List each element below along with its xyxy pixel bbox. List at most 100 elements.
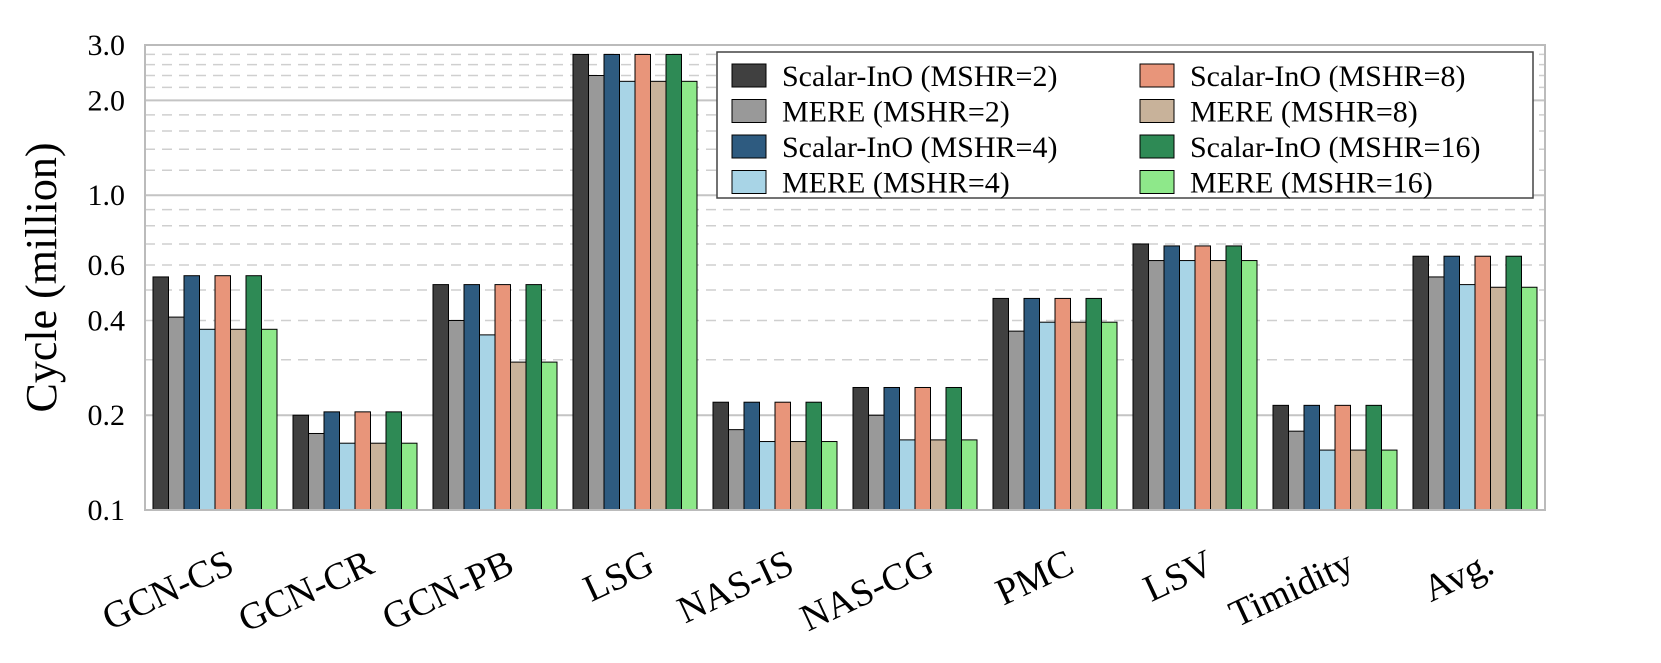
legend-swatch bbox=[731, 99, 767, 123]
bar bbox=[1210, 260, 1227, 511]
bar bbox=[1179, 260, 1196, 511]
bar bbox=[245, 275, 262, 511]
bar bbox=[1474, 255, 1491, 511]
bar bbox=[603, 53, 620, 511]
bar bbox=[1381, 449, 1398, 511]
legend-swatch bbox=[1139, 134, 1175, 159]
bar bbox=[1148, 260, 1165, 511]
legend-entry: MERE (MSHR=2) bbox=[782, 96, 1010, 129]
legend-swatch bbox=[1139, 170, 1175, 194]
bar bbox=[1225, 245, 1242, 511]
bar bbox=[868, 414, 885, 511]
x-tick-label: GCN-PB bbox=[376, 542, 520, 639]
bar bbox=[1054, 297, 1071, 511]
bar bbox=[743, 401, 760, 511]
legend-swatch bbox=[731, 63, 767, 88]
bar bbox=[339, 442, 356, 511]
legend-box bbox=[716, 51, 1534, 199]
bar bbox=[805, 401, 822, 511]
bar bbox=[1428, 276, 1445, 511]
bar bbox=[541, 361, 558, 511]
bar bbox=[432, 284, 449, 511]
bar bbox=[525, 284, 542, 511]
legend-entry: Scalar-InO (MSHR=16) bbox=[1190, 131, 1480, 164]
bar bbox=[728, 429, 745, 511]
y-tick-label: 3.0 bbox=[88, 29, 126, 62]
bar bbox=[479, 334, 496, 511]
bar bbox=[1319, 449, 1336, 511]
x-tick-label: GCN-CS bbox=[96, 542, 240, 639]
bar bbox=[1350, 449, 1367, 511]
bars-layer bbox=[152, 53, 1538, 511]
bar bbox=[588, 75, 605, 511]
bar bbox=[1303, 404, 1320, 511]
bar bbox=[759, 441, 776, 511]
bar bbox=[168, 316, 185, 511]
y-tick-label: 1.0 bbox=[88, 179, 126, 212]
bar bbox=[1241, 260, 1258, 511]
y-tick-label: 0.6 bbox=[88, 249, 126, 282]
bar bbox=[899, 439, 916, 511]
bar bbox=[852, 386, 869, 511]
bar bbox=[385, 411, 402, 511]
legend-entry: Scalar-InO (MSHR=2) bbox=[782, 60, 1057, 93]
legend-swatch bbox=[731, 170, 767, 194]
x-tick-label: LSG bbox=[577, 542, 660, 610]
bar bbox=[665, 53, 682, 511]
bar bbox=[494, 284, 511, 511]
bar bbox=[712, 401, 729, 511]
bar bbox=[199, 328, 216, 511]
y-tick-label: 0.1 bbox=[88, 494, 126, 527]
legend-swatch bbox=[1139, 99, 1175, 123]
bar bbox=[370, 442, 387, 511]
legend-swatch bbox=[731, 134, 767, 159]
bar bbox=[1163, 245, 1180, 511]
bar bbox=[992, 297, 1009, 511]
x-tick-label: LSV bbox=[1137, 542, 1220, 611]
bar bbox=[1039, 321, 1056, 511]
legend-entry: Scalar-InO (MSHR=8) bbox=[1190, 60, 1465, 93]
bar bbox=[634, 53, 651, 511]
bar bbox=[152, 276, 169, 511]
x-tick-label: GCN-CR bbox=[232, 542, 380, 641]
bar bbox=[354, 411, 371, 511]
bar bbox=[510, 361, 527, 511]
x-tick-label: Timidity bbox=[1223, 542, 1360, 636]
bar bbox=[1272, 404, 1289, 511]
plot-frame bbox=[144, 44, 1546, 511]
legend-entry: MERE (MSHR=4) bbox=[782, 167, 1010, 200]
legend: Scalar-InO (MSHR=2)Scalar-InO (MSHR=8)ME… bbox=[716, 51, 1534, 200]
x-tick-label: NAS-CG bbox=[794, 542, 940, 640]
bar bbox=[1412, 255, 1429, 511]
bar bbox=[308, 432, 325, 511]
bar bbox=[883, 386, 900, 511]
bar bbox=[1490, 286, 1507, 511]
bar bbox=[401, 442, 418, 511]
bar bbox=[1132, 243, 1149, 511]
bar bbox=[1334, 404, 1351, 511]
bar bbox=[1023, 297, 1040, 511]
legend-entry: MERE (MSHR=16) bbox=[1190, 167, 1433, 200]
bar bbox=[1008, 330, 1025, 511]
bar bbox=[183, 275, 200, 511]
bar bbox=[1459, 284, 1476, 511]
bar bbox=[1443, 255, 1460, 511]
bar bbox=[214, 275, 231, 511]
bar bbox=[1085, 297, 1102, 511]
x-tick-label: NAS-IS bbox=[671, 542, 800, 632]
bar bbox=[961, 439, 978, 511]
bar bbox=[914, 386, 931, 511]
bar bbox=[774, 401, 791, 511]
y-tick-label: 2.0 bbox=[88, 84, 126, 117]
bar bbox=[1101, 321, 1118, 511]
y-tick-label: 0.4 bbox=[88, 304, 126, 337]
bar bbox=[650, 80, 667, 511]
bar bbox=[821, 441, 838, 511]
legend-swatch bbox=[1139, 63, 1175, 88]
bar bbox=[323, 411, 340, 511]
bar bbox=[1194, 245, 1211, 511]
x-tick-label: Avg. bbox=[1417, 542, 1500, 611]
y-tick-labels: 0.10.20.40.61.02.03.0 bbox=[88, 29, 126, 527]
legend-entry: MERE (MSHR=8) bbox=[1190, 96, 1418, 129]
